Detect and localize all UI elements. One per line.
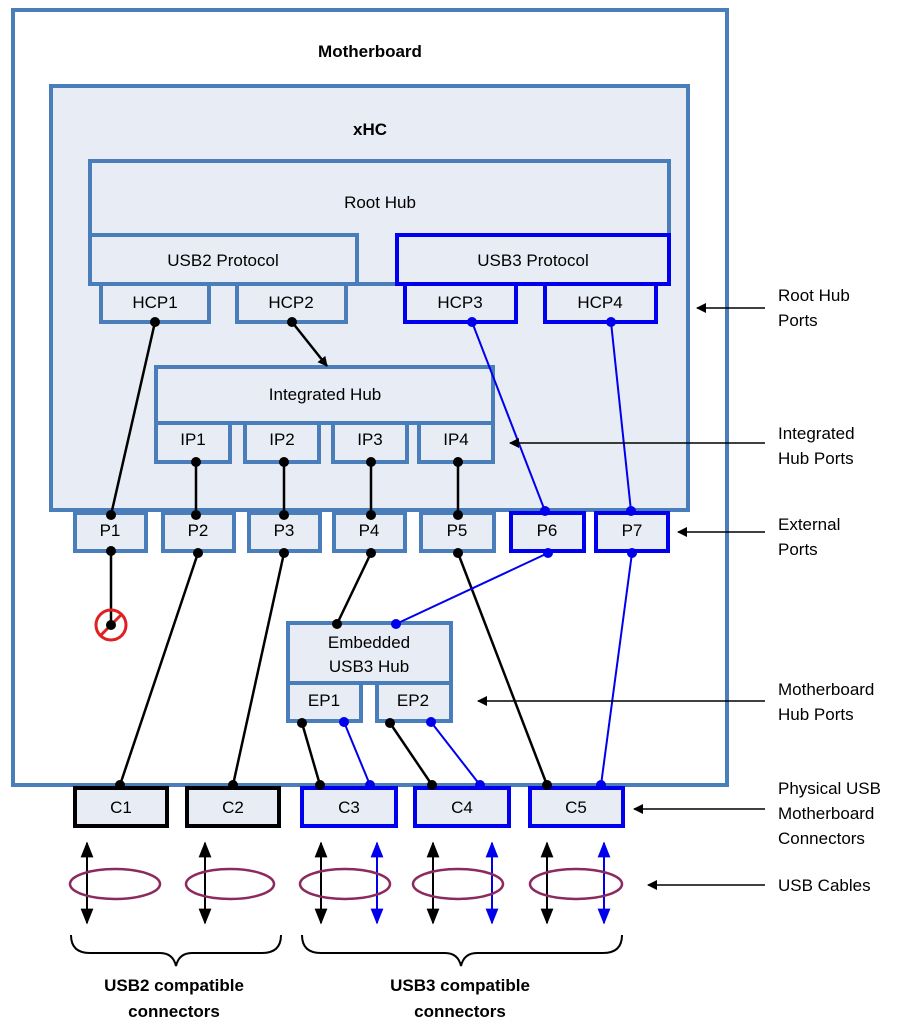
cable-c3 bbox=[298, 841, 392, 925]
port-p4-label: P4 bbox=[359, 521, 380, 540]
motherboard-hub-ports-label-2: Hub Ports bbox=[778, 705, 854, 724]
integrated-hub-label: Integrated Hub bbox=[269, 385, 381, 404]
usb2-protocol-box bbox=[88, 233, 359, 286]
ip3-label: IP3 bbox=[357, 430, 383, 449]
cable-c5 bbox=[528, 841, 624, 925]
port-p2-label: P2 bbox=[188, 521, 209, 540]
disabled-port-icon bbox=[94, 608, 128, 642]
usb3-connections bbox=[343, 321, 633, 786]
usb3-connection-dots bbox=[339, 317, 637, 790]
hcp3-box bbox=[403, 282, 518, 324]
usb-cables bbox=[68, 841, 624, 925]
usb3-protocol-box bbox=[395, 233, 671, 286]
hcp1-box bbox=[99, 282, 211, 324]
ip1-label: IP1 bbox=[180, 430, 206, 449]
cable-c1 bbox=[68, 841, 162, 925]
hcp4-box bbox=[543, 282, 658, 324]
ep1-label: EP1 bbox=[308, 691, 340, 710]
usb3-protocol-label: USB3 Protocol bbox=[477, 251, 589, 270]
connector-c3-label: C3 bbox=[338, 798, 360, 817]
port-p7-label: P7 bbox=[622, 521, 643, 540]
integrated-hub-box bbox=[154, 365, 495, 425]
embedded-hub-box bbox=[286, 621, 453, 685]
ep2-box bbox=[375, 681, 453, 723]
root-hub-label: Root Hub bbox=[344, 193, 416, 212]
motherboard-title: Motherboard bbox=[318, 42, 422, 61]
usb3-brace bbox=[301, 934, 623, 967]
root-hub-ports-label-2: Ports bbox=[778, 311, 818, 330]
usb-cables-label: USB Cables bbox=[778, 876, 871, 895]
physical-connectors-label-1: Physical USB bbox=[778, 779, 881, 798]
usb2-connections bbox=[109, 321, 549, 786]
connector-c4-box bbox=[413, 786, 511, 828]
ip4-label: IP4 bbox=[443, 430, 469, 449]
root-hub-ports-label-1: Root Hub bbox=[778, 286, 850, 305]
port-p6-label: P6 bbox=[537, 521, 558, 540]
integrated-hub-ports-label-2: Hub Ports bbox=[778, 449, 854, 468]
connector-c5-box bbox=[528, 786, 625, 828]
connector-c5-label: C5 bbox=[565, 798, 587, 817]
embedded-hub-label-2: USB3 Hub bbox=[329, 657, 409, 676]
connector-c1-label: C1 bbox=[110, 798, 132, 817]
physical-connectors-label-2: Motherboard bbox=[778, 804, 874, 823]
ip2-label: IP2 bbox=[269, 430, 295, 449]
port-p3-label: P3 bbox=[274, 521, 295, 540]
usb2-protocol-label: USB2 Protocol bbox=[167, 251, 279, 270]
ep1-box bbox=[286, 681, 363, 723]
hcp1-label: HCP1 bbox=[132, 293, 177, 312]
cable-c4 bbox=[411, 841, 505, 925]
cable-c2 bbox=[184, 841, 276, 925]
port-p5-label: P5 bbox=[447, 521, 468, 540]
connector-c1-box bbox=[73, 786, 169, 828]
external-ports-label-1: External bbox=[778, 515, 840, 534]
connector-c2-label: C2 bbox=[222, 798, 244, 817]
usb3-connectors-label-2: connectors bbox=[414, 1002, 506, 1021]
hcp2-label: HCP2 bbox=[268, 293, 313, 312]
integrated-hub-ports-label-1: Integrated bbox=[778, 424, 855, 443]
usb2-connectors-label-1: USB2 compatible bbox=[104, 976, 244, 995]
connector-c3-box bbox=[300, 786, 398, 828]
port-p1-label: P1 bbox=[100, 521, 121, 540]
external-ports-label-2: Ports bbox=[778, 540, 818, 559]
embedded-hub-label-1: Embedded bbox=[328, 633, 410, 652]
connection-dots bbox=[106, 317, 552, 790]
usb2-connectors-label-2: connectors bbox=[128, 1002, 220, 1021]
hcp3-label: HCP3 bbox=[437, 293, 482, 312]
xhc-title: xHC bbox=[353, 120, 387, 139]
hcp4-label: HCP4 bbox=[577, 293, 622, 312]
usb3-connectors-label-1: USB3 compatible bbox=[390, 976, 530, 995]
usb2-brace bbox=[70, 934, 282, 967]
physical-connectors-label-3: Connectors bbox=[778, 829, 865, 848]
ep2-label: EP2 bbox=[397, 691, 429, 710]
motherboard-hub-ports-label-1: Motherboard bbox=[778, 680, 874, 699]
connector-c4-label: C4 bbox=[451, 798, 473, 817]
side-arrows bbox=[477, 303, 765, 890]
